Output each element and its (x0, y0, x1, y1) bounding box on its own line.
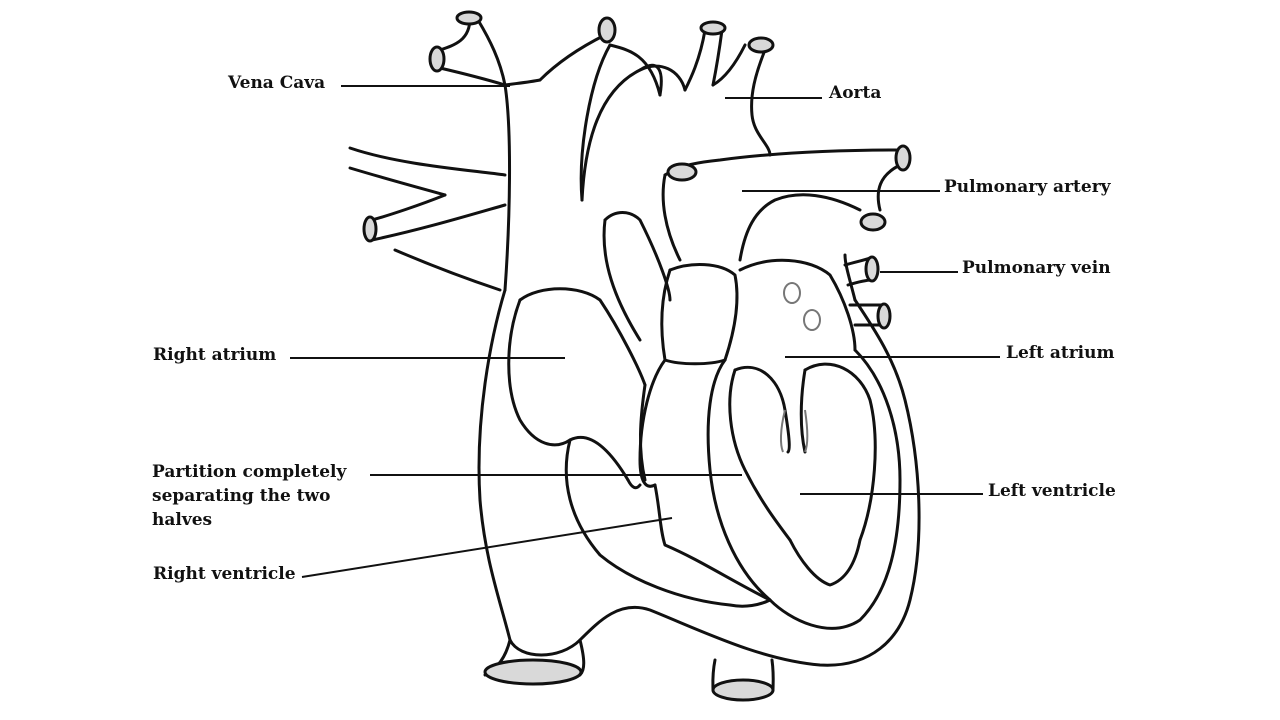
vena-cava-label: Vena Cava (228, 73, 326, 93)
right-ventricle-chamber (564, 438, 772, 608)
partition-label: Partition completely separating the two … (152, 462, 347, 530)
aorta-label: Aorta (829, 83, 882, 103)
pulmonary-artery-label: Pulmonary artery (944, 177, 1111, 197)
right-atrium-chamber (507, 287, 647, 482)
left-atrium-label: Left atrium (1006, 343, 1115, 363)
vena-cava-vessel (428, 10, 617, 292)
right-atrium-label: Right atrium (153, 345, 277, 365)
septum-partition (638, 358, 772, 602)
left-ventricle-chamber (728, 348, 902, 630)
inner-tracts (602, 211, 857, 366)
pulmonary-vein-openings (783, 282, 821, 331)
left-ventricle-label: Left ventricle (988, 481, 1116, 501)
aorta-vessel (580, 20, 775, 202)
right-ventricle-label: Right ventricle (153, 564, 296, 584)
pulmonary-artery-vessel (661, 144, 912, 262)
leader-lines (290, 85, 1000, 578)
heart-outline (477, 253, 921, 702)
pulmonary-vein-label: Pulmonary vein (962, 258, 1111, 278)
left-side-branches (348, 146, 507, 292)
